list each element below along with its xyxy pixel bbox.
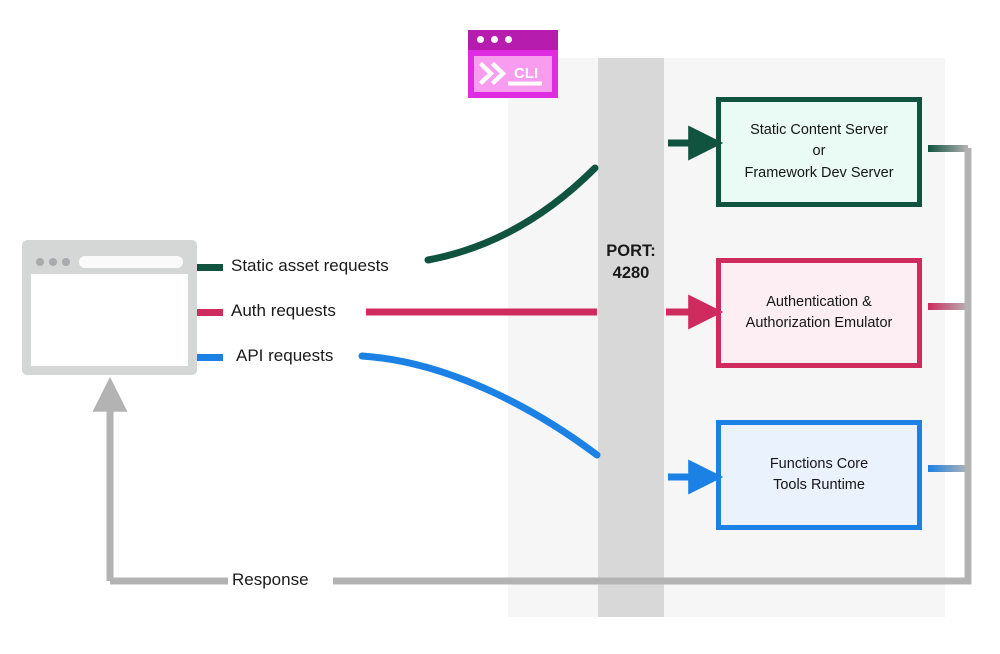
- service-line: Authorization Emulator: [745, 315, 893, 331]
- route-label-static-asset: Static asset requests: [231, 256, 389, 275]
- service-box-static-content-server: Static Content Server or Framework Dev S…: [716, 97, 922, 207]
- browser-dot-3: [62, 257, 70, 266]
- cli-dot-2: [491, 36, 498, 43]
- service-line: Tools Runtime: [773, 477, 865, 493]
- service-line: Static Content Server: [750, 122, 888, 139]
- port-number: 4280: [612, 264, 650, 283]
- service-box-auth-emulator: Authentication & Authorization Emulator: [716, 258, 922, 368]
- cli-label: CLI: [514, 65, 538, 82]
- service-line: Framework Dev Server: [744, 164, 894, 181]
- route-label-response: Response: [232, 570, 309, 589]
- service-line: Functions Core: [769, 455, 869, 472]
- cli-dot-3: [505, 36, 512, 43]
- cli-titlebar: [468, 30, 558, 50]
- stub-api: [197, 354, 223, 361]
- port-label: PORT: 4280: [598, 240, 664, 285]
- stub-static-asset: [197, 264, 223, 271]
- service-line: or: [812, 143, 826, 160]
- port-caption: PORT:: [606, 242, 656, 260]
- port-bar: [598, 58, 664, 617]
- cli-screen: CLI: [474, 56, 552, 92]
- stub-auth: [197, 309, 223, 316]
- browser-chrome: [31, 249, 188, 274]
- service-line: Authentication &: [766, 293, 872, 310]
- browser-dot-2: [49, 257, 57, 266]
- cli-dot-1: [477, 36, 484, 43]
- cli-icon: CLI: [468, 30, 558, 98]
- browser-address-bar[interactable]: [79, 255, 183, 268]
- browser-dot-1: [36, 257, 44, 266]
- route-label-auth: Auth requests: [231, 301, 336, 320]
- cli-prompt-icon: CLI: [478, 61, 542, 86]
- browser-window[interactable]: [22, 240, 197, 375]
- route-label-api: API requests: [236, 346, 334, 365]
- service-box-functions-runtime: Functions Core Tools Runtime: [716, 420, 922, 530]
